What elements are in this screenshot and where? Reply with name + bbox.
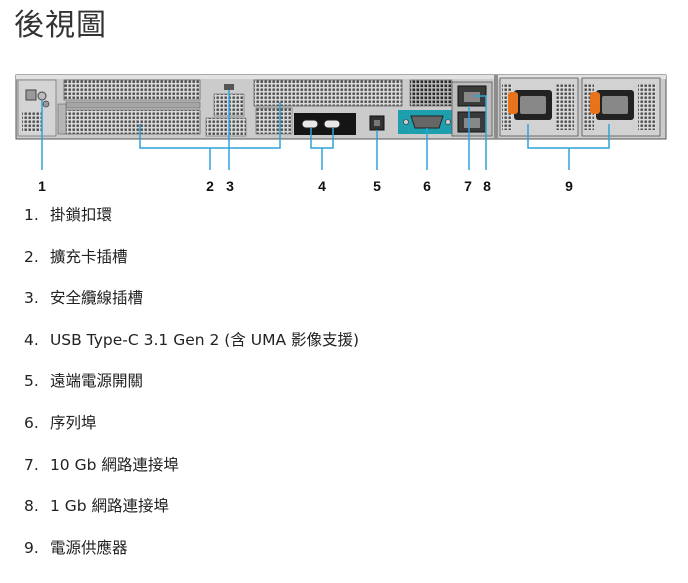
page-title: 後視圖 bbox=[14, 8, 107, 43]
legend-item: 4. USB Type-C 3.1 Gen 2 (含 UMA 影像支援) bbox=[24, 326, 359, 368]
callout-6: 6 bbox=[423, 178, 431, 194]
legend-label: 掛鎖扣環 bbox=[49, 206, 112, 224]
legend-label: 序列埠 bbox=[49, 413, 97, 432]
callout-lines bbox=[41, 90, 610, 170]
legend-item: 2. 擴充卡插槽 bbox=[24, 243, 359, 285]
legend-item: 7. 10 Gb 網路連接埠 bbox=[24, 451, 359, 493]
server-rear-view-diagram bbox=[15, 74, 667, 170]
legend-label: 安全纜線插槽 bbox=[49, 289, 143, 308]
legend-label: USB Type-C 3.1 Gen 2 (含 UMA 影像支援) bbox=[49, 330, 360, 349]
legend-item: 8. 1 Gb 網路連接埠 bbox=[24, 492, 359, 534]
legend-label: 1 Gb 網路連接埠 bbox=[49, 497, 170, 516]
callout-1: 1 bbox=[38, 178, 46, 194]
callout-5: 5 bbox=[373, 178, 381, 194]
legend-label: 遠端電源開關 bbox=[49, 372, 143, 391]
legend-number: 2. bbox=[24, 247, 39, 266]
legend-number: 9. bbox=[24, 538, 39, 557]
legend-item: 1. 掛鎖扣環 bbox=[24, 201, 359, 243]
legend-label: 10 Gb 網路連接埠 bbox=[49, 455, 179, 474]
power-supply-2 bbox=[581, 77, 661, 137]
callout-2: 2 bbox=[206, 178, 214, 194]
security-cable-slot bbox=[224, 84, 234, 90]
callout-3: 3 bbox=[226, 178, 234, 194]
callout-4: 4 bbox=[318, 178, 326, 194]
legend-item: 9. 電源供應器 bbox=[24, 534, 359, 576]
expansion-slot-lower bbox=[63, 109, 201, 135]
callout-numbers: 1 2 3 4 5 6 7 8 9 bbox=[0, 177, 688, 197]
legend-number: 5. bbox=[24, 372, 39, 391]
legend-label: 擴充卡插槽 bbox=[49, 247, 128, 266]
power-supply-1 bbox=[499, 77, 579, 137]
legend-number: 7. bbox=[24, 455, 39, 474]
expansion-slot-right bbox=[253, 79, 403, 107]
legend-number: 6. bbox=[24, 413, 39, 432]
legend-number: 8. bbox=[24, 497, 39, 516]
callout-8: 8 bbox=[483, 178, 491, 194]
legend-list: 1. 掛鎖扣環 2. 擴充卡插槽 3. 安全纜線插槽 4. USB Type-C… bbox=[24, 201, 359, 575]
callout-7: 7 bbox=[464, 178, 472, 194]
legend-number: 1. bbox=[24, 206, 39, 224]
legend-item: 3. 安全纜線插槽 bbox=[24, 284, 359, 326]
expansion-slot-upper bbox=[63, 79, 201, 101]
legend-label: 電源供應器 bbox=[49, 538, 128, 557]
serial-port bbox=[410, 115, 444, 129]
legend-number: 3. bbox=[24, 289, 39, 308]
legend-item: 6. 序列埠 bbox=[24, 409, 359, 451]
padlock-ring bbox=[25, 89, 37, 101]
callout-9: 9 bbox=[565, 178, 573, 194]
usb-c-port-1 bbox=[301, 119, 319, 129]
legend-item: 5. 遠端電源開關 bbox=[24, 367, 359, 409]
usb-c-port-2 bbox=[323, 119, 341, 129]
legend-number: 4. bbox=[24, 330, 39, 349]
